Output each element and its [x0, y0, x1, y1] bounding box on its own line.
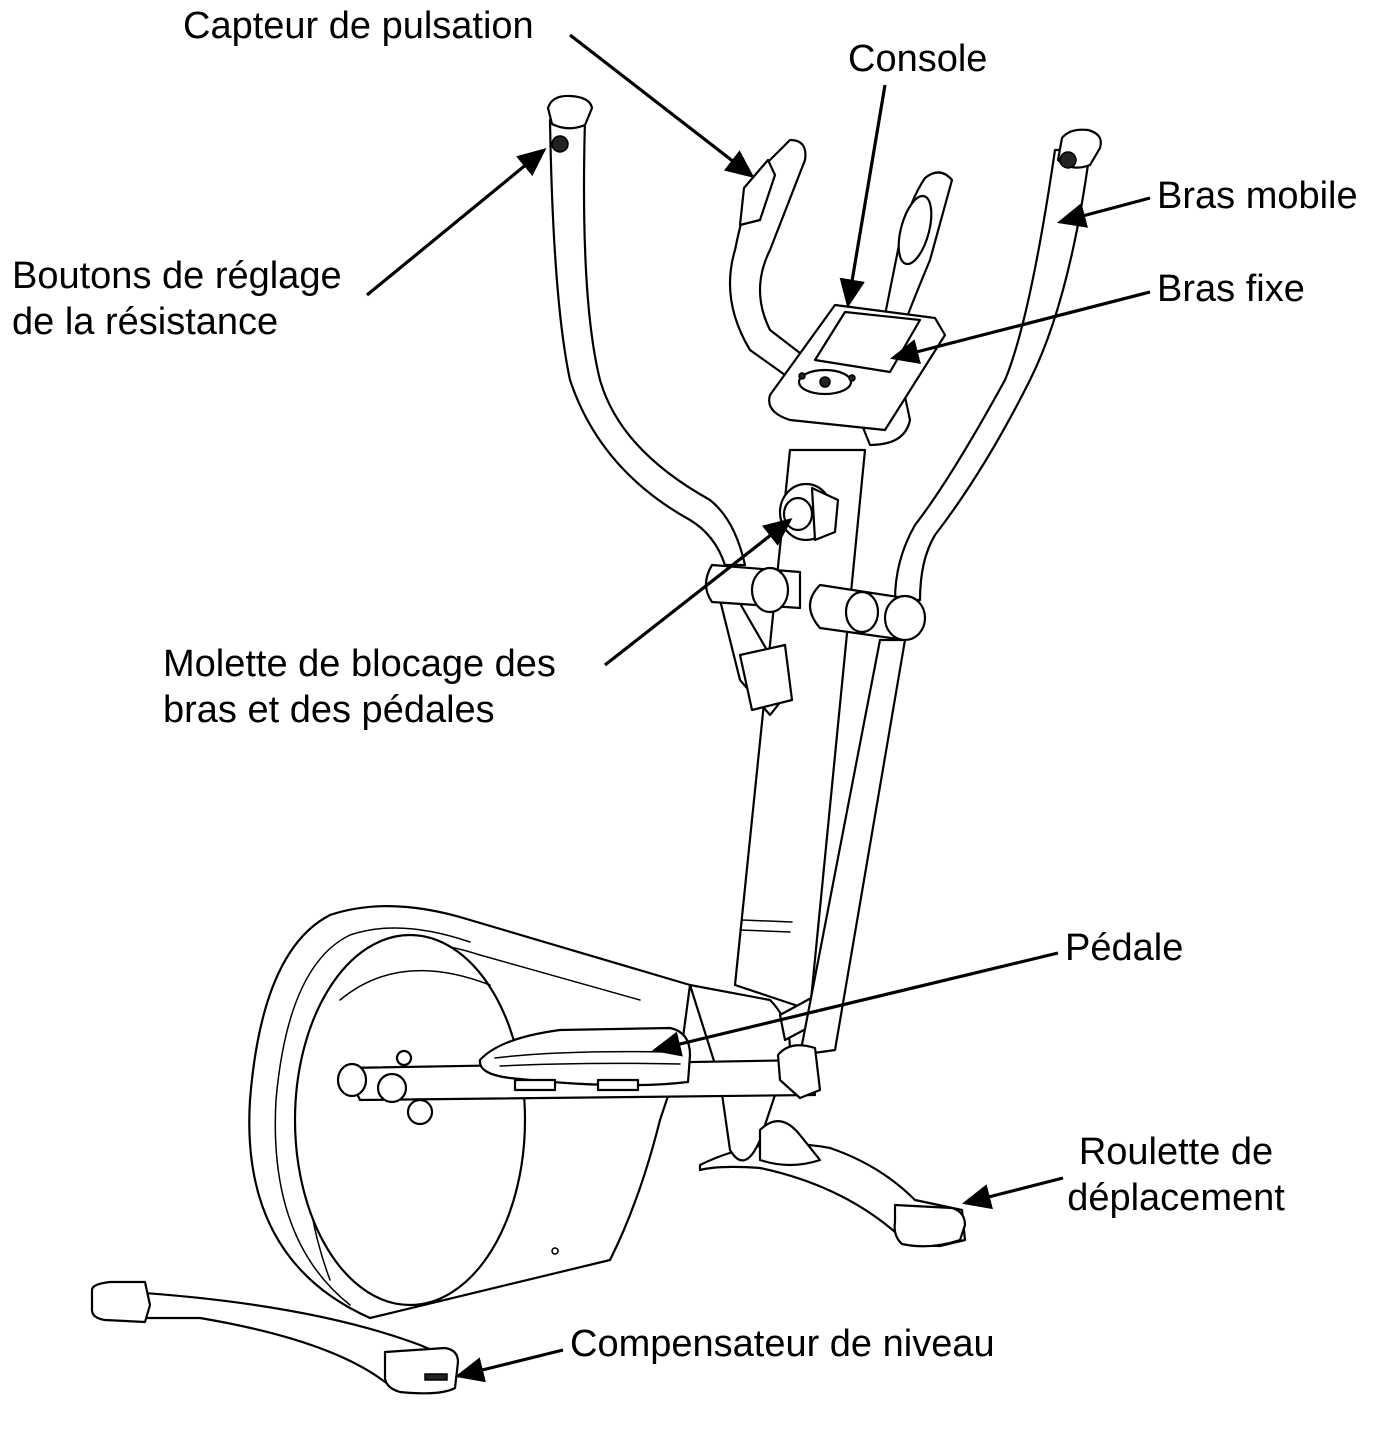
label-capteur-de-pulsation: Capteur de pulsation [183, 5, 534, 47]
leader-roulette [961, 1176, 1064, 1210]
label-roulette-line2: déplacement [1067, 1177, 1285, 1219]
leader-boutons [365, 147, 547, 297]
console [768, 303, 947, 432]
crossbar [704, 563, 927, 642]
label-pedale: Pédale [1065, 927, 1184, 969]
leader-molette [604, 518, 793, 667]
label-bras-fixe: Bras fixe [1157, 268, 1305, 310]
leader-bras-mobile [1056, 196, 1151, 228]
label-molette-line1: Molette de blocage des [163, 643, 556, 685]
label-console: Console [848, 38, 988, 80]
label-molette-line2: bras et des pédales [163, 689, 495, 731]
leader-bras-fixe [889, 290, 1151, 365]
label-bras-mobile: Bras mobile [1157, 175, 1358, 217]
flywheel-housing [248, 905, 692, 1320]
label-boutons-line2: de la résistance [12, 301, 279, 343]
left-moving-arm [546, 94, 794, 717]
rear-foot-left [90, 1280, 152, 1324]
leader-capteur [569, 33, 755, 178]
leader-pedale [651, 951, 1059, 1057]
label-roulette-line1: Roulette de [1078, 1131, 1274, 1173]
pedal-assembly [336, 1026, 822, 1104]
leader-console [839, 84, 887, 309]
leader-compensateur [454, 1348, 564, 1383]
right-moving-arm [798, 128, 1102, 1057]
label-compensateur-de-niveau: Compensateur de niveau [570, 1323, 995, 1365]
level-compensator [383, 1346, 460, 1395]
label-boutons-line1: Boutons de réglage [12, 255, 342, 297]
